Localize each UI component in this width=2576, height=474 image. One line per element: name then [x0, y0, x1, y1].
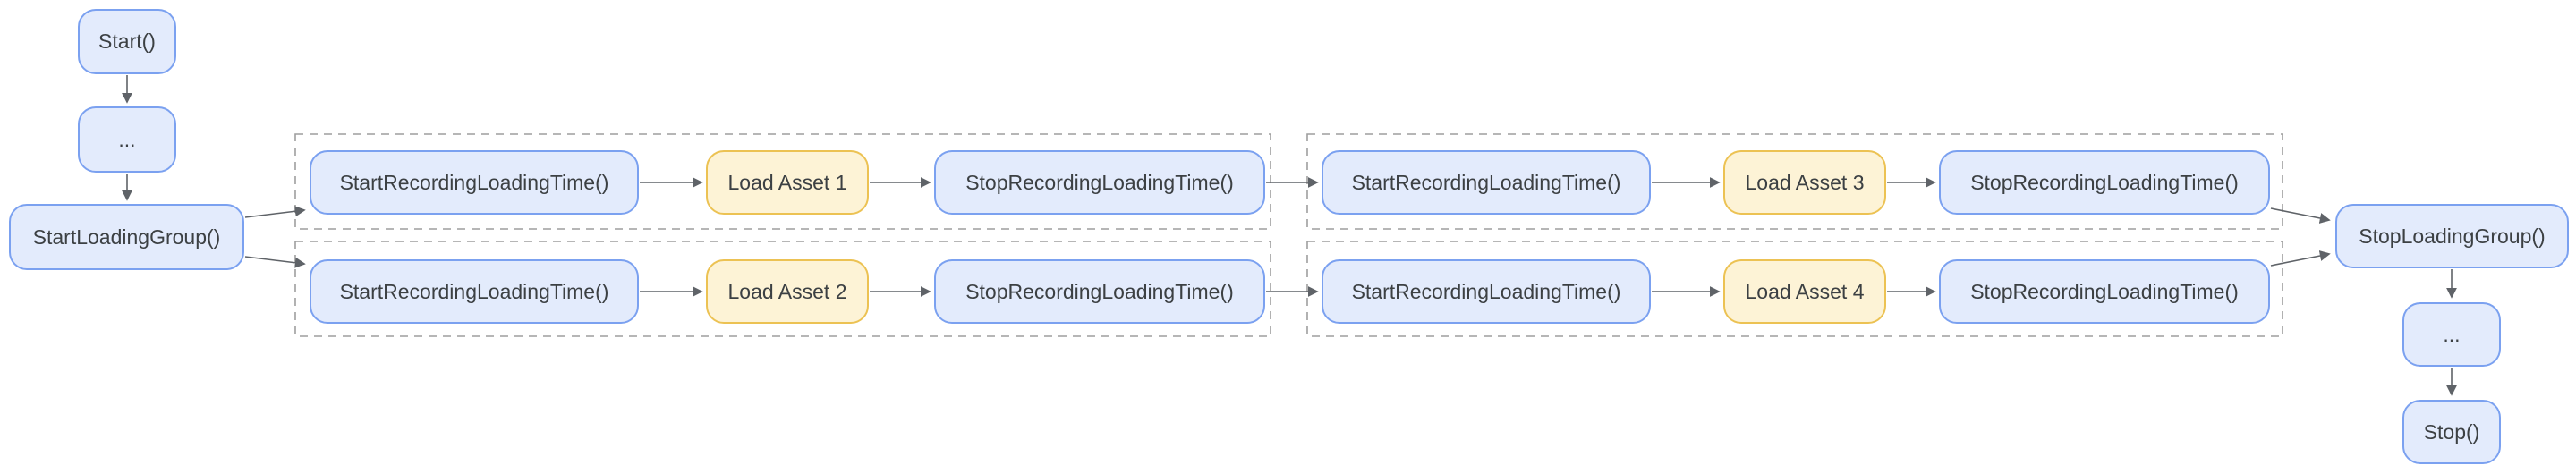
- node-start-recording-1: StartRecordingLoadingTime(): [310, 150, 639, 215]
- arrow-row1-to-stoploadinggroup: [2270, 207, 2331, 224]
- loading-group-1-row-1-frame: [294, 133, 1271, 230]
- arrow-row2-to-stoploadinggroup: [2270, 250, 2331, 267]
- node-ellipsis-top: ...: [78, 106, 176, 173]
- node-stop-recording-4: StopRecordingLoadingTime(): [1939, 259, 2270, 324]
- loading-group-2-row-2-frame: [1306, 241, 2283, 337]
- node-load-asset-4: Load Asset 4: [1723, 259, 1886, 324]
- node-stop-recording-1: StopRecordingLoadingTime(): [934, 150, 1265, 215]
- node-start-recording-4: StartRecordingLoadingTime(): [1322, 259, 1651, 324]
- node-stop-loading-group: StopLoadingGroup(): [2335, 204, 2569, 268]
- node-start: Start(): [78, 9, 176, 74]
- node-stop-recording-2: StopRecordingLoadingTime(): [934, 259, 1265, 324]
- loading-group-1-row-2-frame: [294, 241, 1271, 337]
- node-load-asset-1: Load Asset 1: [706, 150, 869, 215]
- arrow-startloadinggroup-to-row1: [244, 206, 306, 218]
- node-start-recording-2: StartRecordingLoadingTime(): [310, 259, 639, 324]
- node-stop: Stop(): [2402, 400, 2501, 464]
- node-ellipsis-bottom: ...: [2402, 302, 2501, 367]
- node-start-recording-3: StartRecordingLoadingTime(): [1322, 150, 1651, 215]
- node-start-loading-group: StartLoadingGroup(): [9, 204, 244, 270]
- node-stop-recording-3: StopRecordingLoadingTime(): [1939, 150, 2270, 215]
- node-load-asset-3: Load Asset 3: [1723, 150, 1886, 215]
- loading-group-2-row-1-frame: [1306, 133, 2283, 230]
- node-load-asset-2: Load Asset 2: [706, 259, 869, 324]
- arrow-startloadinggroup-to-row2: [244, 256, 306, 268]
